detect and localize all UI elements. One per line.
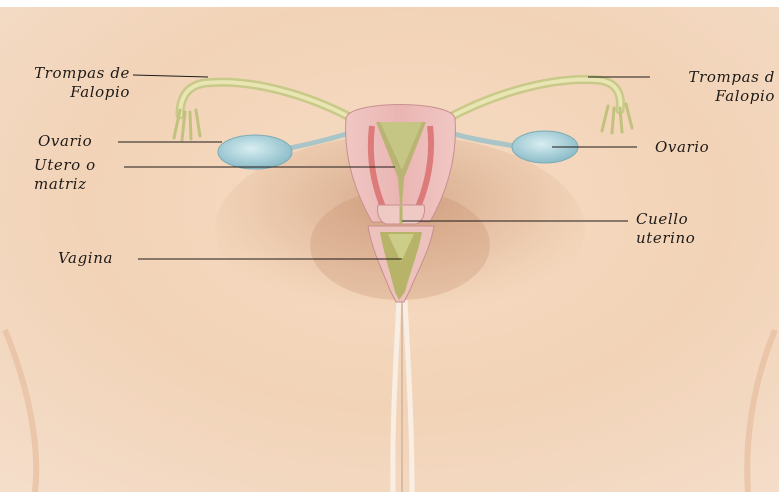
- label-line: Falopio: [8, 83, 130, 102]
- label-line: matriz: [34, 175, 96, 194]
- label-line: Cuello: [636, 210, 695, 229]
- label-text: Vagina: [58, 249, 113, 267]
- label-line: uterino: [636, 229, 695, 248]
- label-ovary-left: Ovario: [38, 132, 92, 151]
- label-fallopian-tubes-left: Trompas de Falopio: [8, 64, 130, 102]
- label-text: Ovario: [655, 138, 709, 156]
- label-cervix: Cuello uterino: [636, 210, 695, 248]
- label-uterus: Utero o matriz: [34, 156, 96, 194]
- label-line: Trompas de: [8, 64, 130, 83]
- label-text: Ovario: [38, 132, 92, 150]
- label-fallopian-tubes-right: Trompas d Falopio: [650, 68, 775, 106]
- label-ovary-right: Ovario: [655, 138, 709, 157]
- ovary-right: [512, 131, 578, 163]
- ovary-left: [218, 135, 292, 169]
- top-border: [0, 0, 779, 7]
- label-line: Trompas d: [650, 68, 775, 87]
- label-vagina: Vagina: [58, 249, 113, 268]
- label-line: Falopio: [650, 87, 775, 106]
- label-line: Utero o: [34, 156, 96, 175]
